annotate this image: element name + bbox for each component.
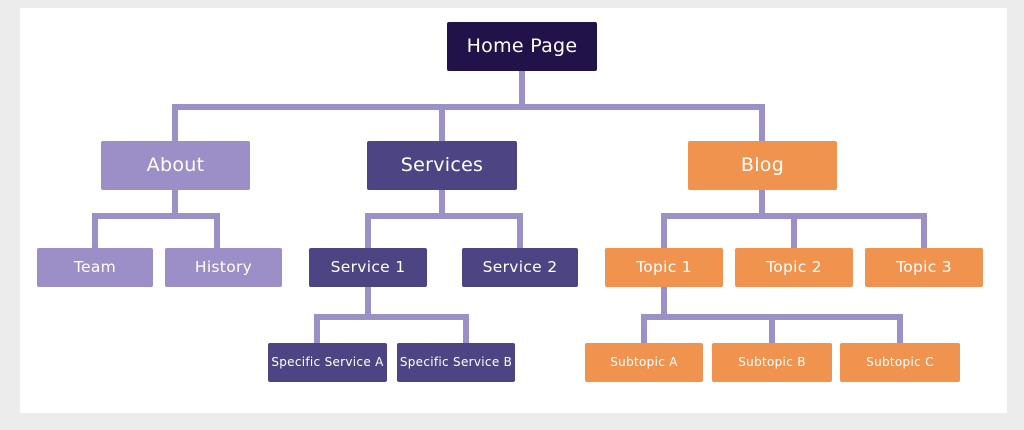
connector-to-topic1 <box>661 213 667 248</box>
node-blog-label: Blog <box>740 154 785 177</box>
node-service-1: Service 1 <box>309 248 427 287</box>
node-home-page-label: Home Page <box>466 35 578 58</box>
node-services: Services <box>367 141 517 190</box>
node-services-label: Services <box>400 154 484 177</box>
node-home-page: Home Page <box>447 22 597 71</box>
connector-about-horizontal <box>92 213 220 219</box>
node-topic-3-label: Topic 3 <box>896 257 952 276</box>
connector-main-horizontal <box>172 104 765 110</box>
node-about: About <box>101 141 250 190</box>
node-team: Team <box>37 248 153 287</box>
connector-blog-down <box>759 190 765 219</box>
node-subtopic-c-label: Subtopic C <box>866 354 934 369</box>
connector-to-blog <box>759 104 765 141</box>
connector-to-subtopic-c <box>897 314 903 343</box>
node-specific-service-a-label: Specific Service A <box>271 354 384 369</box>
node-topic-1-label: Topic 1 <box>636 257 692 276</box>
node-specific-service-b-label: Specific Service B <box>399 354 513 369</box>
connector-to-subtopic-a <box>641 314 647 343</box>
node-topic-3: Topic 3 <box>865 248 983 287</box>
connector-to-team <box>92 213 98 248</box>
node-service-1-label: Service 1 <box>330 257 406 276</box>
connector-to-subtopic-b <box>769 314 775 343</box>
connector-home-vertical <box>519 71 525 110</box>
connector-to-service1 <box>365 213 371 248</box>
node-topic-1: Topic 1 <box>605 248 723 287</box>
node-about-label: About <box>146 154 205 177</box>
connector-services-horizontal <box>365 213 523 219</box>
node-service-2: Service 2 <box>462 248 578 287</box>
node-history: History <box>165 248 282 287</box>
node-subtopic-b: Subtopic B <box>712 343 832 382</box>
connector-to-specific-service-a <box>314 314 320 343</box>
connector-to-history <box>214 213 220 248</box>
connector-topic1-down <box>661 287 667 320</box>
connector-to-about <box>172 104 178 141</box>
node-service-2-label: Service 2 <box>482 257 558 276</box>
node-subtopic-a: Subtopic A <box>585 343 703 382</box>
connector-to-topic3 <box>921 213 927 248</box>
connector-to-service2 <box>517 213 523 248</box>
node-history-label: History <box>194 257 253 276</box>
node-topic-2-label: Topic 2 <box>766 257 822 276</box>
node-blog: Blog <box>688 141 837 190</box>
node-team-label: Team <box>73 257 117 276</box>
connector-service1-horizontal <box>314 314 469 320</box>
connector-to-topic2 <box>791 213 797 248</box>
connector-to-specific-service-b <box>463 314 469 343</box>
node-subtopic-c: Subtopic C <box>840 343 960 382</box>
connector-services-down <box>439 190 445 219</box>
connector-service1-down <box>365 287 371 320</box>
node-subtopic-a-label: Subtopic A <box>610 354 678 369</box>
node-specific-service-b: Specific Service B <box>397 343 515 382</box>
node-specific-service-a: Specific Service A <box>268 343 387 382</box>
node-subtopic-b-label: Subtopic B <box>738 354 806 369</box>
connector-to-services <box>439 104 445 141</box>
node-topic-2: Topic 2 <box>735 248 853 287</box>
connector-about-down <box>172 190 178 219</box>
